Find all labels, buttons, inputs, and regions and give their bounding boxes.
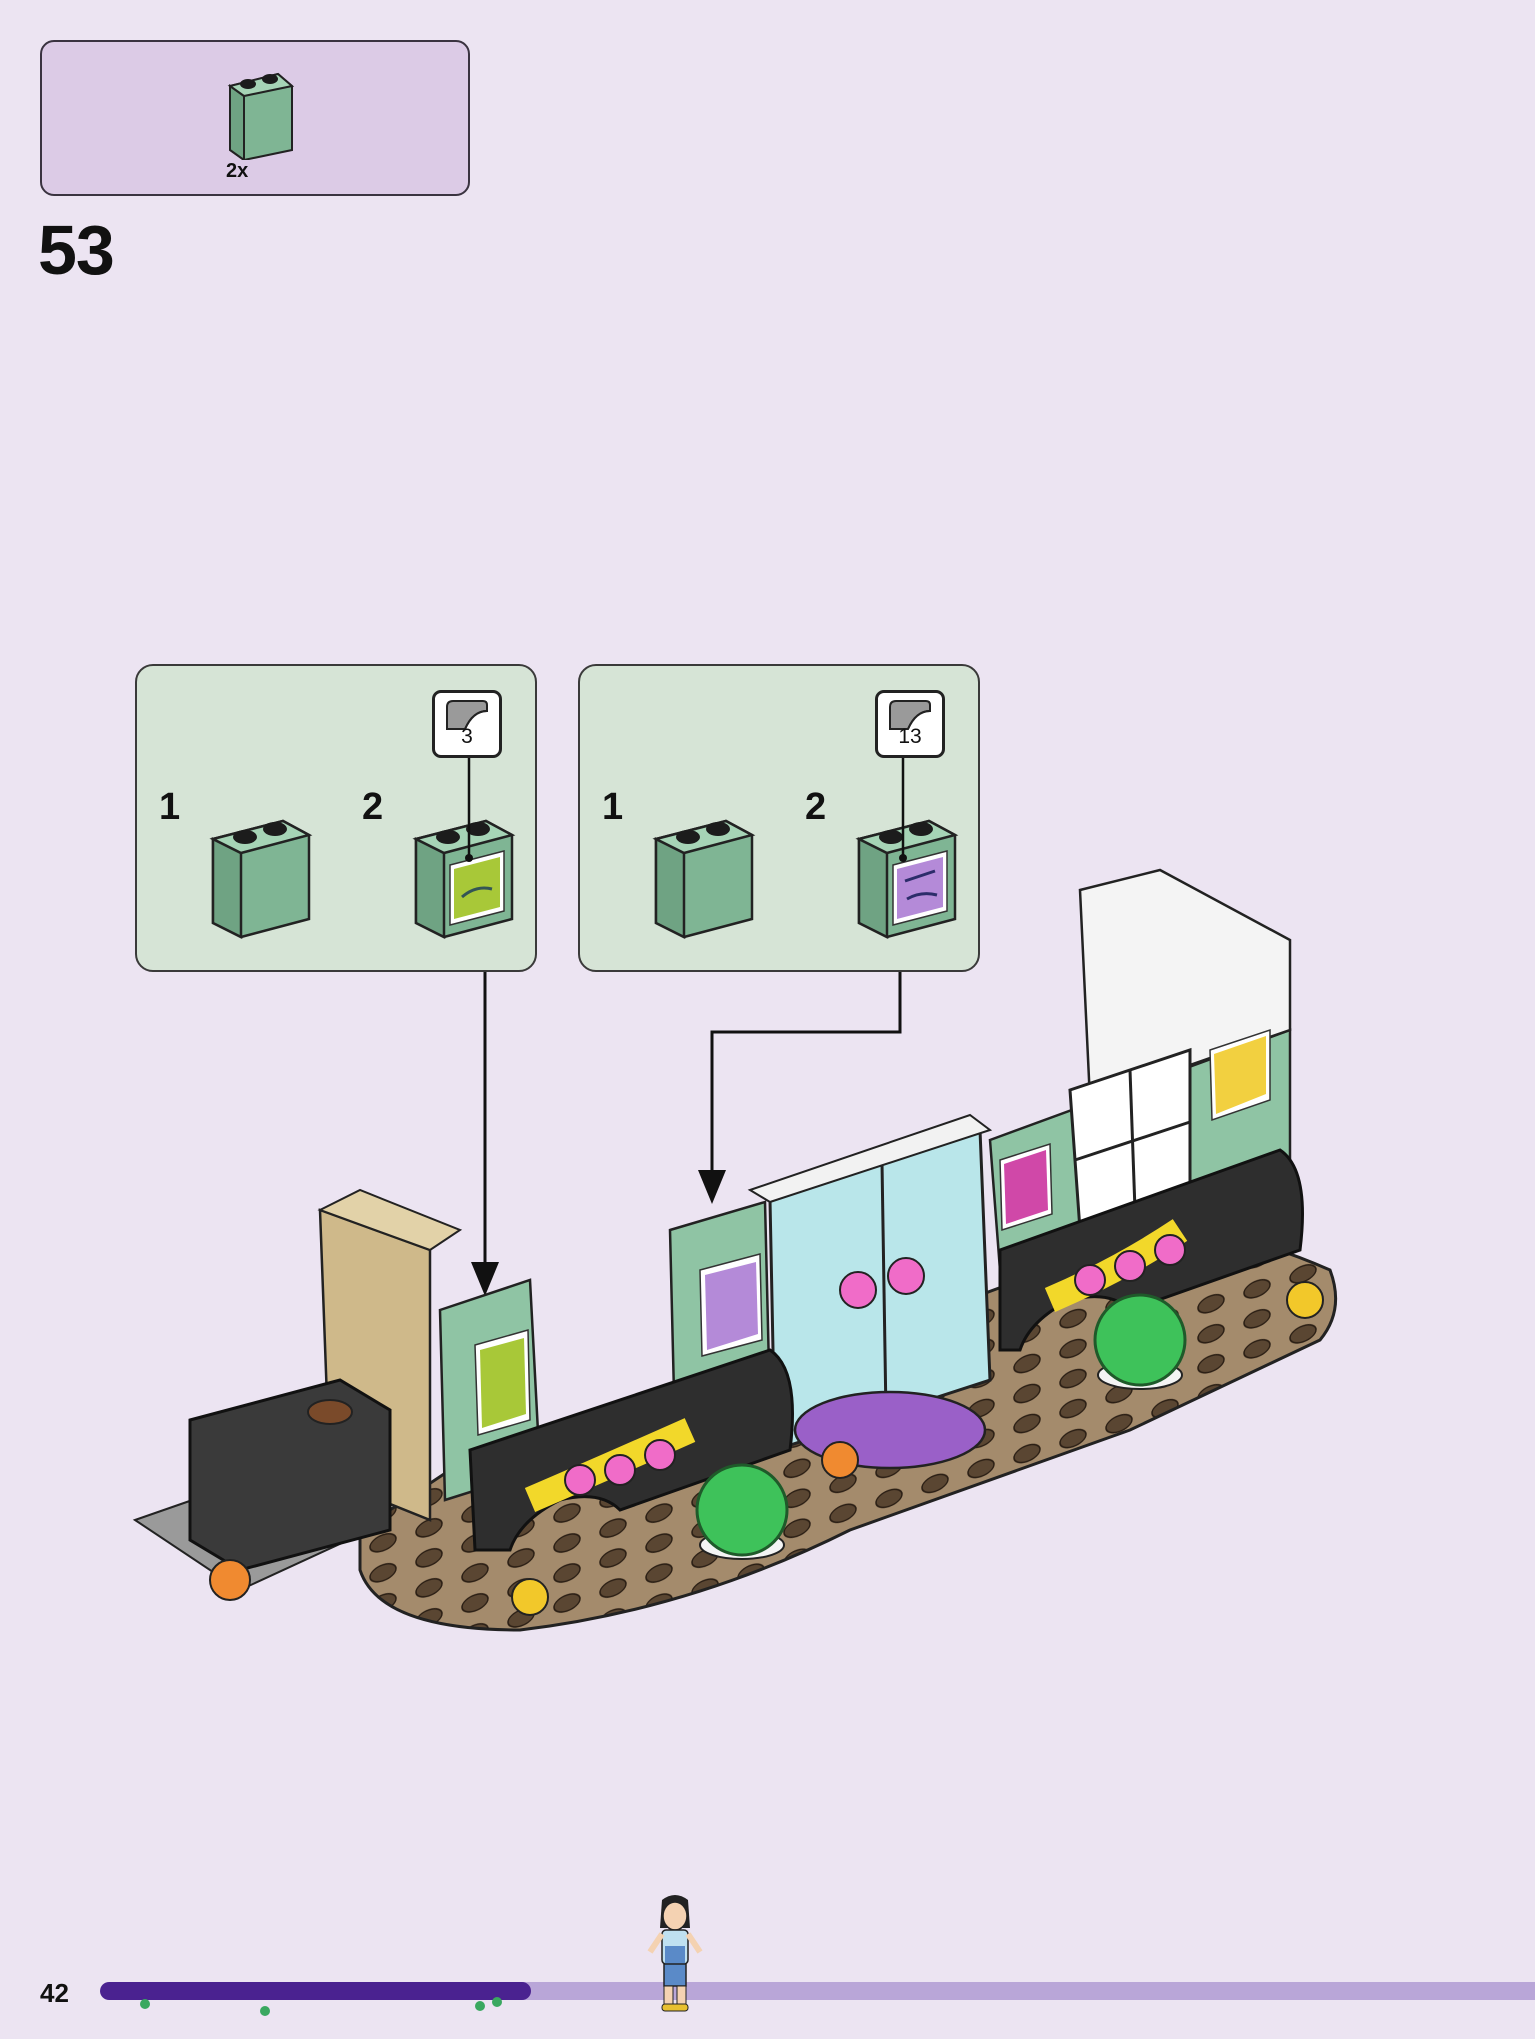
minifigure-icon bbox=[647, 1895, 703, 2012]
sub-step-1-label: 1 bbox=[602, 786, 624, 828]
sticker-callout: 13 bbox=[875, 690, 945, 758]
sticker-peel-icon bbox=[446, 700, 488, 730]
sub-step-2-label: 2 bbox=[362, 786, 384, 828]
sand-green-brick-icon bbox=[652, 819, 756, 939]
progress-bar bbox=[100, 1982, 1535, 2000]
sticker-number: 3 bbox=[461, 725, 473, 748]
stickered-brick-icon bbox=[855, 819, 959, 939]
sticker-peel-icon bbox=[889, 700, 931, 730]
progress-dots bbox=[140, 1997, 502, 2016]
sand-green-brick-icon bbox=[227, 72, 295, 160]
page-number: 42 bbox=[40, 1978, 69, 2008]
sub-step-2-label: 2 bbox=[805, 786, 827, 828]
sticker-number: 13 bbox=[898, 725, 922, 748]
part-quantity: 2x bbox=[226, 160, 249, 182]
model-assembly-illustration bbox=[132, 868, 1338, 1632]
stickered-brick-icon bbox=[412, 819, 516, 939]
sticker-callout: 3 bbox=[432, 690, 502, 758]
sub-step-1-label: 1 bbox=[159, 786, 181, 828]
sub-assembly-panel-2: 1 2 13 bbox=[578, 664, 980, 972]
step-number: 53 bbox=[38, 211, 115, 289]
sand-green-brick-icon bbox=[209, 819, 313, 939]
parts-callout: 2x bbox=[40, 40, 470, 196]
progress-bar-fill bbox=[100, 1982, 531, 2000]
sub-assembly-panel-1: 1 2 3 bbox=[135, 664, 537, 972]
